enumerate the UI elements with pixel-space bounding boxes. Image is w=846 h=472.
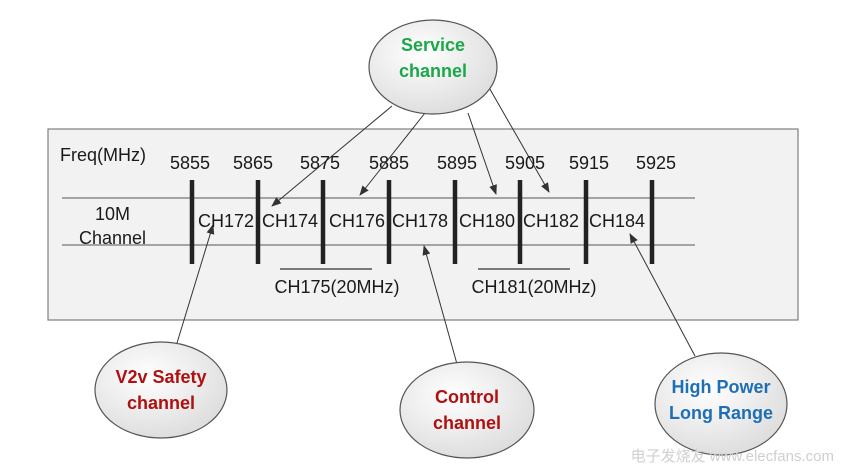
control-channel-oval: [399, 361, 535, 459]
wide-channel-label-175: CH175(20MHz): [274, 277, 400, 297]
freq-axis-label: Freq(MHz): [60, 145, 146, 165]
highpower-arrow: [629, 233, 696, 357]
service-line2: channel: [398, 61, 468, 81]
high-power-oval: [654, 352, 788, 456]
service-arrow-ch176: [359, 112, 426, 196]
safety-channel-label: V2v Safety channel: [101, 364, 221, 416]
channel-label-ch184: CH184: [588, 211, 646, 231]
watermark: 电子发烧友 www.elecfans.com: [630, 448, 834, 465]
service-channel-oval: [368, 19, 498, 115]
freq-label-5905: 5905: [504, 153, 546, 173]
freq-label-5895: 5895: [436, 153, 478, 173]
control-arrow: [422, 245, 458, 365]
freq-label-5875: 5875: [299, 153, 341, 173]
freq-label-5885: 5885: [368, 153, 410, 173]
freq-label-5855: 5855: [169, 153, 211, 173]
channel-label-ch176: CH176: [328, 211, 386, 231]
control-line2: channel: [432, 413, 502, 433]
channel-label-ch178: CH178: [391, 211, 449, 231]
freq-label-5915: 5915: [568, 153, 610, 173]
safety-line2: channel: [126, 393, 196, 413]
freq-label-5925: 5925: [635, 153, 677, 173]
channel-label-ch180: CH180: [458, 211, 516, 231]
spectrum-panel: [47, 128, 799, 321]
highpower-line2: Long Range: [669, 403, 773, 423]
service-arrow-ch180: [467, 112, 497, 195]
safety-channel-oval: [94, 341, 228, 439]
service-channel-label: Service channel: [383, 32, 483, 84]
service-arrow-ch182: [486, 83, 550, 193]
control-line1: Control: [435, 387, 499, 407]
service-arrow-ch174: [271, 105, 393, 207]
row-label-line1: 10M: [95, 204, 131, 224]
channel-label-ch172: CH172: [197, 211, 255, 231]
channel-label-ch174: CH174: [261, 211, 319, 231]
row-label-line2: Channel: [79, 228, 147, 248]
control-channel-label: Control channel: [417, 384, 517, 436]
freq-label-5865: 5865: [232, 153, 274, 173]
channel-label-ch182: CH182: [522, 211, 580, 231]
safety-arrow: [176, 224, 215, 344]
high-power-label: High Power Long Range: [661, 374, 781, 426]
safety-line1: V2v Safety: [115, 367, 207, 387]
service-line1: Service: [400, 35, 466, 55]
wide-channel-label-181: CH181(20MHz): [471, 277, 597, 297]
highpower-line1: High Power: [671, 377, 771, 397]
